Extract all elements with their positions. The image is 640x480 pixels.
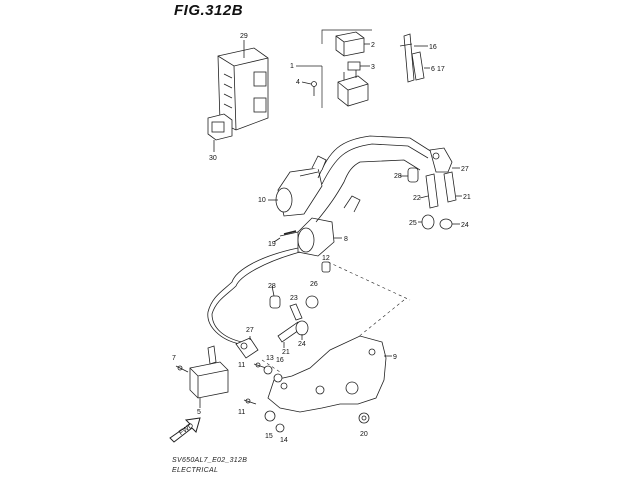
plug-boot-21[interactable]: [443, 171, 457, 203]
callout-27-upper: 27: [461, 166, 469, 173]
callout-12: 12: [322, 255, 330, 262]
callout-14: 14: [280, 437, 288, 444]
callout-4: 4: [296, 79, 300, 86]
nut-20[interactable]: [358, 412, 370, 424]
connector-30[interactable]: [207, 113, 233, 141]
fuse-3[interactable]: [347, 61, 361, 71]
callout-21-lower: 21: [282, 349, 290, 356]
bracket-9[interactable]: [267, 335, 387, 413]
callout-labels: 29 30 1 2 3 4 16 6 17 27 28 22 21 25 24 …: [172, 33, 471, 444]
plug-cap-27-lower[interactable]: [235, 337, 259, 359]
seal-25[interactable]: [421, 214, 435, 230]
grommet-15[interactable]: [264, 410, 276, 422]
cap-26[interactable]: [305, 295, 319, 309]
callout-28-upper: 28: [394, 173, 402, 180]
collar-12[interactable]: [321, 261, 331, 273]
callout-11-upper: 11: [238, 362, 245, 369]
plug-cap-27-upper[interactable]: [429, 147, 453, 173]
callout-9: 9: [393, 354, 397, 361]
callout-21-upper: 21: [463, 194, 471, 201]
plug-boot-23[interactable]: [289, 303, 303, 321]
collar-16[interactable]: [273, 373, 283, 383]
callout-7: 7: [172, 355, 176, 362]
callout-5: 5: [197, 409, 201, 416]
callout-15: 15: [265, 433, 273, 440]
starter-relay[interactable]: [337, 70, 369, 107]
coil-connector-a: [311, 155, 327, 171]
figure-title: FIG.312B: [174, 2, 244, 19]
relay-group-box: [296, 29, 372, 108]
callout-23: 23: [290, 295, 298, 302]
plug-cap-28[interactable]: [407, 167, 419, 183]
screw-4[interactable]: [311, 81, 317, 97]
callout-24-upper: 24: [461, 222, 469, 229]
bolt-11-upper[interactable]: [253, 362, 267, 369]
callout-22: 22: [413, 195, 421, 202]
callout-19: 19: [268, 241, 276, 248]
callout-16-lower: 16: [276, 357, 284, 364]
fwd-label: FWD: [178, 422, 195, 437]
callout-2: 2: [371, 42, 375, 49]
callout-6: 6: [431, 66, 435, 73]
callout-13: 13: [266, 355, 274, 362]
bolt-19[interactable]: [279, 230, 299, 237]
callout-3: 3: [371, 64, 375, 71]
callout-8: 8: [344, 236, 348, 243]
cap-24-upper[interactable]: [439, 218, 453, 230]
ignition-coil-8[interactable]: [297, 217, 335, 257]
footer-section: ELECTRICAL: [172, 467, 219, 474]
cap-24-lower[interactable]: [295, 320, 309, 336]
callout-10: 10: [258, 197, 266, 204]
regulator-5[interactable]: [189, 345, 229, 399]
callout-28-lower: 28: [268, 283, 276, 290]
callout-20: 20: [360, 431, 368, 438]
coil-connector-b: [343, 195, 361, 213]
callout-29: 29: [240, 33, 248, 40]
callout-16-top: 16: [429, 44, 437, 51]
bolt-11-lower[interactable]: [243, 398, 257, 405]
callout-24-lower: 24: [298, 341, 306, 348]
callout-11-lower: 11: [238, 409, 245, 416]
grommet-13[interactable]: [263, 365, 273, 375]
callout-17: 17: [437, 66, 445, 73]
collar-14[interactable]: [275, 423, 285, 433]
strap-bracket[interactable]: [399, 33, 425, 83]
plug-cap-28-lower[interactable]: [269, 295, 281, 309]
callout-27-lower: 27: [246, 327, 254, 334]
bolt-7[interactable]: [175, 365, 189, 373]
ecu-unit[interactable]: [217, 47, 269, 131]
plug-boot-22[interactable]: [425, 173, 439, 209]
ignition-coil-10[interactable]: [275, 167, 323, 217]
callout-30: 30: [209, 155, 217, 162]
callout-26: 26: [310, 281, 318, 288]
footer-code: SV650AL7_E02_312B: [172, 457, 248, 464]
relay-2[interactable]: [335, 31, 365, 57]
callout-1: 1: [290, 63, 294, 70]
callout-25: 25: [409, 220, 417, 227]
fwd-arrow: FWD: [169, 417, 201, 443]
